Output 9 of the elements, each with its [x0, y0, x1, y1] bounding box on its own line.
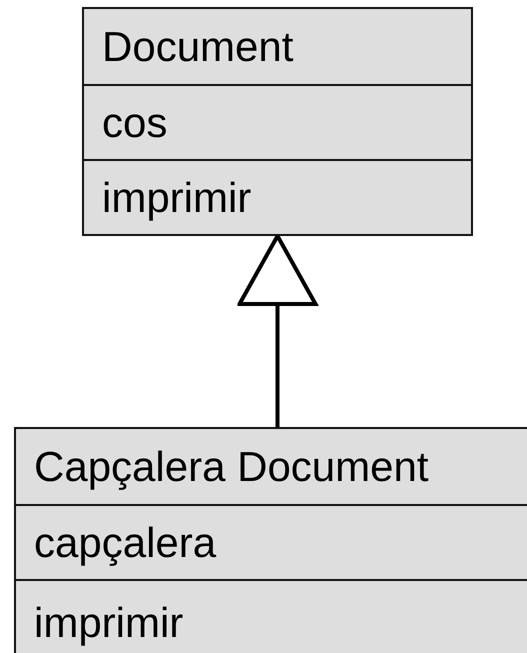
class-member: cos [102, 102, 168, 144]
class-box [82, 7, 473, 236]
class-member: capçalera [34, 522, 216, 564]
class-member: imprimir [102, 176, 252, 218]
class-member: imprimir [34, 602, 184, 644]
class-box [14, 427, 527, 653]
inheritance-arrow [238, 234, 318, 427]
class-name: Document [102, 26, 294, 68]
class-name: Capçalera Document [34, 446, 429, 488]
